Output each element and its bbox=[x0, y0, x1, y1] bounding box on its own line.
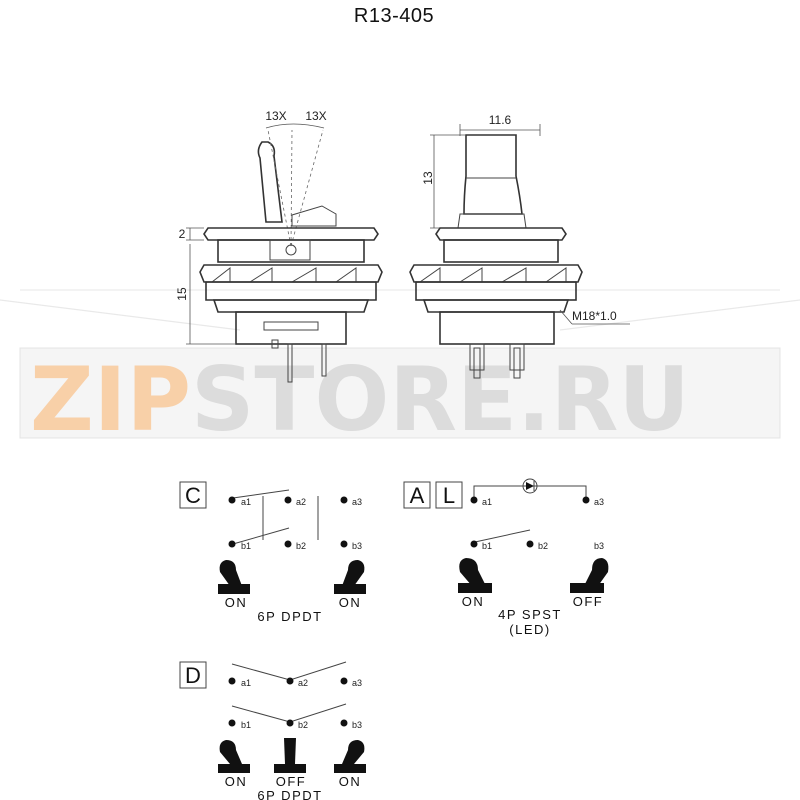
al-caption-led: (LED) bbox=[509, 622, 550, 637]
al-caption: 4P SPST bbox=[498, 607, 562, 622]
angle-right-label: 13X bbox=[305, 109, 326, 123]
al-pin-b3: b3 bbox=[594, 541, 604, 551]
diagram-d-tag: D bbox=[185, 663, 201, 688]
d-pos-right: ON bbox=[339, 774, 362, 789]
c-pin-a2: a2 bbox=[296, 497, 306, 507]
led-icon bbox=[522, 478, 538, 494]
d-pos-left: ON bbox=[225, 774, 248, 789]
switch-front-view: 11.6 13 M18*1.0 bbox=[409, 113, 630, 379]
c-pin-b1: b1 bbox=[241, 541, 251, 551]
diagram-c: C a1 a2 a3 b1 b2 b3 ON ON 6P DPDT bbox=[179, 481, 366, 624]
al-pin-a1: a1 bbox=[482, 497, 492, 507]
d-pin-b2: b2 bbox=[298, 720, 308, 730]
al-pos-left: ON bbox=[462, 594, 485, 609]
svg-text:ZIPSTORE.RU: ZIPSTORE.RU bbox=[30, 348, 690, 451]
diagram-al-tag-l: L bbox=[443, 483, 455, 508]
c-pin-b2: b2 bbox=[296, 541, 306, 551]
dimension-11-6-label: 11.6 bbox=[489, 113, 512, 127]
diagram-al: A L a1 a3 b1 b2 b3 ON OFF 4P SPST bbox=[403, 478, 609, 637]
c-pin-a1: a1 bbox=[241, 497, 251, 507]
al-pin-b2: b2 bbox=[538, 541, 548, 551]
toggle-right-icon bbox=[334, 560, 366, 594]
dimension-13-label: 13 bbox=[421, 171, 435, 185]
toggle-center-icon bbox=[274, 738, 306, 773]
d-pin-b1: b1 bbox=[241, 720, 251, 730]
c-pin-a3: a3 bbox=[352, 497, 362, 507]
al-pin-b1: b1 bbox=[482, 541, 492, 551]
toggle-right-icon bbox=[334, 740, 366, 773]
switch-side-view: 13X 13X 2 15 bbox=[175, 109, 383, 383]
diagram-c-tag: C bbox=[185, 483, 201, 508]
d-pin-a3: a3 bbox=[352, 678, 362, 688]
al-pos-right: OFF bbox=[573, 594, 604, 609]
diagram-al-tag-a: A bbox=[410, 483, 425, 508]
d-caption: 6P DPDT bbox=[257, 788, 322, 800]
thread-label: M18*1.0 bbox=[572, 309, 617, 323]
c-caption: 6P DPDT bbox=[257, 609, 322, 624]
toggle-left-icon bbox=[218, 560, 250, 594]
dimension-15-label: 15 bbox=[175, 287, 189, 301]
c-pos-left: ON bbox=[225, 595, 248, 610]
toggle-left-icon bbox=[458, 558, 492, 593]
angle-left-label: 13X bbox=[265, 109, 286, 123]
d-pos-mid: OFF bbox=[276, 774, 307, 789]
c-pin-b3: b3 bbox=[352, 541, 362, 551]
toggle-left-icon bbox=[218, 740, 250, 773]
watermark-store: STORE.RU bbox=[191, 348, 690, 451]
al-pin-a3: a3 bbox=[594, 497, 604, 507]
watermark: ZIPSTORE.RU bbox=[0, 289, 800, 451]
part-number-title: R13-405 bbox=[354, 5, 434, 27]
d-pin-a2: a2 bbox=[298, 678, 308, 688]
d-pin-b3: b3 bbox=[352, 720, 362, 730]
watermark-zip: ZIP bbox=[30, 348, 191, 451]
diagram-d: D a1 a2 a3 b1 b2 b3 ON OFF ON bbox=[179, 661, 366, 800]
d-pin-a1: a1 bbox=[241, 678, 251, 688]
c-pos-right: ON bbox=[339, 595, 362, 610]
toggle-right-icon bbox=[570, 558, 609, 593]
dimension-2-label: 2 bbox=[179, 227, 186, 241]
